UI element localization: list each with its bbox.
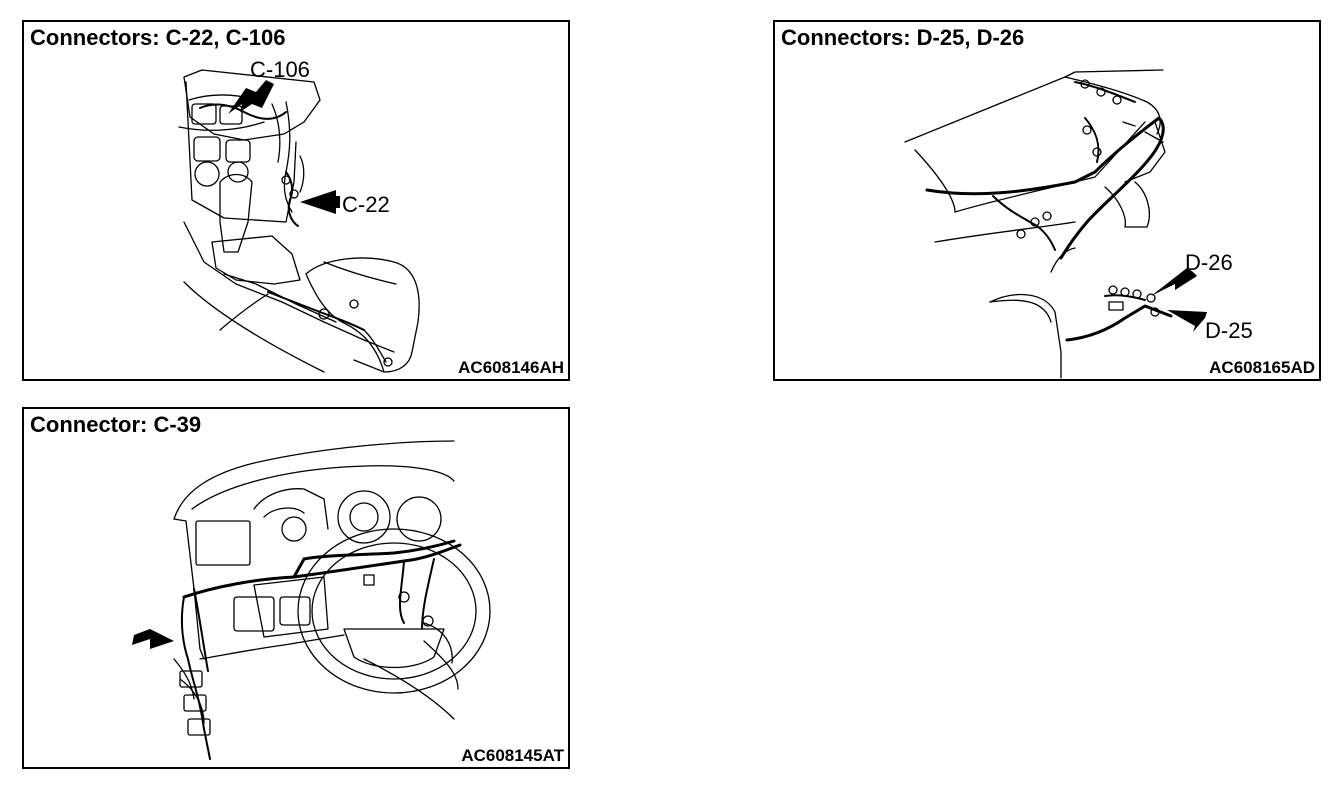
arrow-c22-icon	[300, 190, 340, 214]
diagram-panel-c22-c106: Connectors: C-22, C-106 C-106 C-22 AC608…	[22, 20, 570, 381]
diagram-panel-c39: Connector: C-39 AC608145AT	[22, 407, 570, 769]
arrow-d25-icon	[1167, 310, 1207, 332]
panel-title: Connector: C-39	[30, 412, 202, 437]
arrow-d26-icon	[1151, 268, 1197, 296]
panel-title: Connectors: C-22, C-106	[30, 25, 286, 50]
callout-c106: C-106	[250, 57, 310, 82]
center-console-icon	[178, 69, 420, 373]
panel-title: Connectors: D-25, D-26	[781, 25, 1025, 50]
arrow-c106-icon	[228, 80, 274, 114]
trunk-harness-icon	[904, 69, 1207, 379]
callout-d26: D-26	[1185, 250, 1233, 275]
callout-c22: C-22	[342, 192, 390, 217]
arrow-c39-icon	[132, 629, 174, 649]
figure-code: AC608146AH	[458, 358, 564, 377]
figure-code: AC608165AD	[1209, 358, 1315, 377]
dashboard-harness-icon	[132, 440, 491, 760]
diagram-panel-d25-d26: Connectors: D-25, D-26 D-26 D-25 AC60816…	[773, 20, 1321, 381]
callout-d25: D-25	[1205, 318, 1253, 343]
figure-code: AC608145AT	[461, 746, 564, 765]
